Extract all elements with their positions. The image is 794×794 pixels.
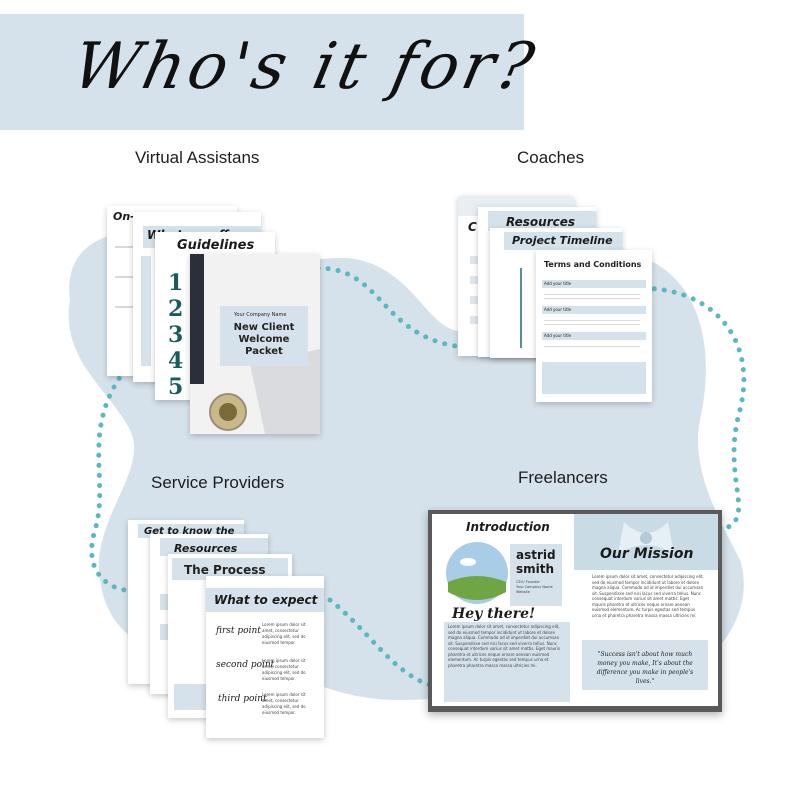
- category-service-providers: Service Providers: [151, 473, 285, 492]
- freelancer-intro-body: Lorem ipsum dolor sit amet, consectetur …: [448, 624, 561, 668]
- coach-terms-title: Terms and Conditions: [544, 260, 642, 269]
- freelancer-last-name: smith: [516, 562, 555, 576]
- freelancer-left-page: Introduction astrid smith CEO/ Founder Y…: [432, 514, 574, 706]
- va-packet-title: New Client Welcome Packet: [233, 322, 295, 357]
- service-first-point: first point: [216, 626, 261, 636]
- service-third-point: third point: [218, 694, 267, 704]
- page-title: Who's it for?: [66, 30, 544, 104]
- title-banner: [0, 14, 524, 130]
- service-expect-page: What to expect first point second point …: [206, 576, 324, 738]
- coach-c-title: C: [468, 220, 477, 234]
- coach-timeline-title: Project Timeline: [512, 234, 613, 247]
- profile-landscape-photo: [446, 542, 508, 604]
- coach-terms-page: Terms and Conditions Add your title Add …: [536, 250, 652, 402]
- freelancer-role: CEO/ Founder Your Company Name Website: [516, 580, 553, 594]
- freelancer-quote: "Success isn't about how much money you …: [596, 651, 694, 685]
- freelancer-booklet-spread: Introduction astrid smith CEO/ Founder Y…: [428, 510, 722, 712]
- va-guidelines-title: Guidelines: [177, 238, 255, 253]
- va-company-name: Your Company Name: [234, 312, 287, 318]
- freelancer-intro-title: Introduction: [466, 520, 550, 534]
- service-second-point: second point: [216, 660, 275, 670]
- service-expect-title: What to expect: [214, 593, 318, 607]
- bow-photo: [574, 514, 718, 570]
- category-virtual-assistants: Virtual Assistans: [135, 148, 260, 167]
- category-freelancers: Freelancers: [518, 468, 608, 487]
- freelancer-mission-body: Lorem ipsum dolor sit amet, consectetur …: [592, 574, 704, 618]
- freelancer-right-page: Our Mission Lorem ipsum dolor sit amet, …: [574, 514, 718, 706]
- service-get-to-know-title: Get to know the: [144, 526, 235, 537]
- service-resources-title: Resources: [174, 542, 238, 555]
- service-process-title: The Process: [184, 563, 266, 577]
- coach-resources-title: Resources: [506, 215, 576, 229]
- freelancer-mission-title: Our Mission: [600, 546, 694, 562]
- freelancer-first-name: astrid: [516, 548, 556, 562]
- category-coaches: Coaches: [517, 148, 585, 167]
- va-welcome-packet-cover: Your Company Name New Client Welcome Pac…: [190, 254, 320, 434]
- freelancer-greeting: Hey there!: [452, 606, 536, 622]
